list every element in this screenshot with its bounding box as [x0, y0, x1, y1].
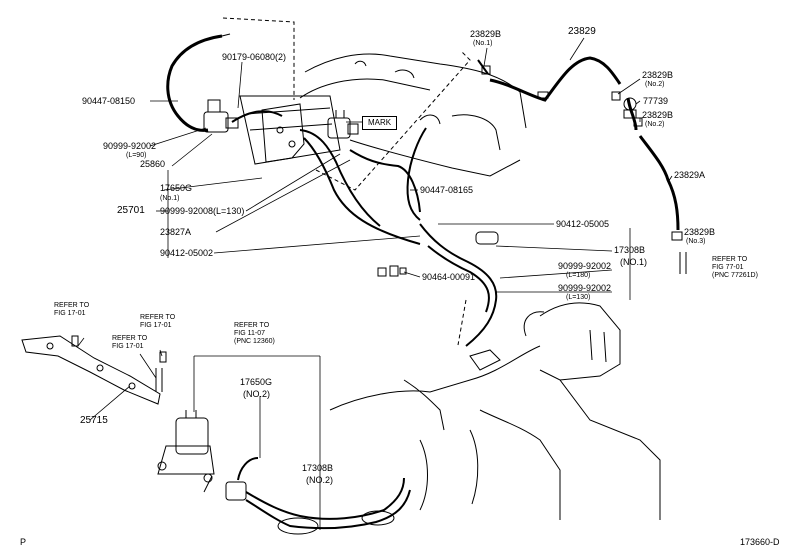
part-label-90999-92002-l180-sub: (L=180) [566, 272, 591, 279]
engine-mount [157, 410, 215, 493]
part-label-17650g-no2: 17650G [240, 377, 273, 387]
part-label-90447-08150: 90447-08150 [82, 96, 136, 106]
part-label-23829b-no3: 23829B [684, 227, 716, 237]
part-label-23829b-no2b-sub: (No.2) [645, 121, 665, 128]
hose-harness-lower [245, 489, 411, 530]
leader-lines [77, 37, 682, 530]
footer-left-label: P [20, 537, 27, 547]
mark-label: MARK [362, 116, 398, 130]
ref-fig-11-line3: (PNC 12360) [234, 338, 275, 345]
ref-fig-11-line2: FIG 11-07 [234, 330, 265, 337]
part-label-77739: 77739 [643, 96, 669, 106]
vsv-17650g-no2 [225, 481, 247, 501]
ref-fig-17-c-line2: FIG 17-01 [112, 343, 144, 350]
part-label-90999-92002-l90: 90999-92002 [103, 141, 157, 151]
part-label-25701: 25701 [117, 205, 145, 216]
dashed-outline [222, 17, 471, 346]
part-label-90412-05005: 90412-05005 [556, 219, 610, 229]
bracket-25715 [21, 335, 161, 405]
part-label-90999-92002-l90-sub: (L=90) [126, 152, 147, 159]
ref-fig-77-line2: FIG 77-01 [712, 264, 744, 271]
part-label-17308b-no1: 17308B [614, 245, 646, 255]
part-label-17650g-no1-sub: (No.1) [160, 195, 180, 202]
ref-fig-17-b-line1: REFER TO [140, 314, 176, 321]
hose-23829a [638, 135, 680, 231]
ref-fig-77-line3: (PNC 77261D) [712, 272, 758, 279]
part-label-17308b-no1-sub: (NO.1) [620, 257, 647, 267]
part-label-23829b-no2a: 23829B [642, 70, 674, 80]
part-label-23829b-no2a-sub: (No.2) [645, 81, 665, 88]
part-label-23829b-no3-sub: (No.3) [686, 238, 706, 245]
clip-90464 [377, 265, 407, 277]
part-label-25860: 25860 [140, 159, 166, 169]
part-label-17650g-no2-sub: (NO.2) [243, 389, 270, 399]
part-label-90999-92002-l180: 90999-92002 [558, 261, 612, 271]
part-label-23829: 23829 [568, 26, 596, 37]
part-label-90447-08165: 90447-08165 [420, 185, 474, 195]
hose-23829 [489, 56, 622, 102]
part-label-17650g-no1: 17650G [160, 183, 193, 193]
part-label-25715: 25715 [80, 415, 108, 426]
part-label-17308b-no2: 17308B [302, 463, 334, 473]
part-label-90999-92002-l130: 90999-92002 [558, 283, 612, 293]
ref-fig-17-a-line1: REFER TO [54, 302, 90, 309]
part-label-23829b-no1-sub: (No.1) [473, 40, 493, 47]
part-label-23829b-no1: 23829B [470, 29, 502, 39]
part-label-90464-00091: 90464-00091 [422, 272, 476, 282]
part-label-90179-06080: 90179-06080(2) [222, 52, 287, 62]
bracket-25701 [261, 103, 305, 163]
hose-90447-08150 [166, 34, 223, 132]
engine-lower-outline [329, 302, 661, 520]
part-label-90999-92002-l130-sub: (L=130) [566, 294, 591, 301]
part-label-90999-92008-l130: 90999-92008(L=130) [160, 206, 245, 216]
vsv-17650g-no1 [327, 117, 351, 139]
part-label-23829b-no2b: 23829B [642, 110, 674, 120]
part-label-17308b-no2-sub: (NO.2) [306, 475, 333, 485]
part-label-23829a: 23829A [674, 170, 706, 180]
part-label-23827a: 23827A [160, 227, 192, 237]
ref-fig-11-line1: REFER TO [234, 322, 270, 329]
ref-fig-17-c-line1: REFER TO [112, 335, 148, 342]
ref-fig-17-b-line2: FIG 17-01 [140, 322, 172, 329]
ref-fig-77-line1: REFER TO [712, 256, 748, 263]
part-label-90412-05002: 90412-05002 [160, 248, 214, 258]
ref-fig-17-a-line2: FIG 17-01 [54, 310, 86, 317]
diagram-id-label: 173660-D [740, 537, 780, 547]
